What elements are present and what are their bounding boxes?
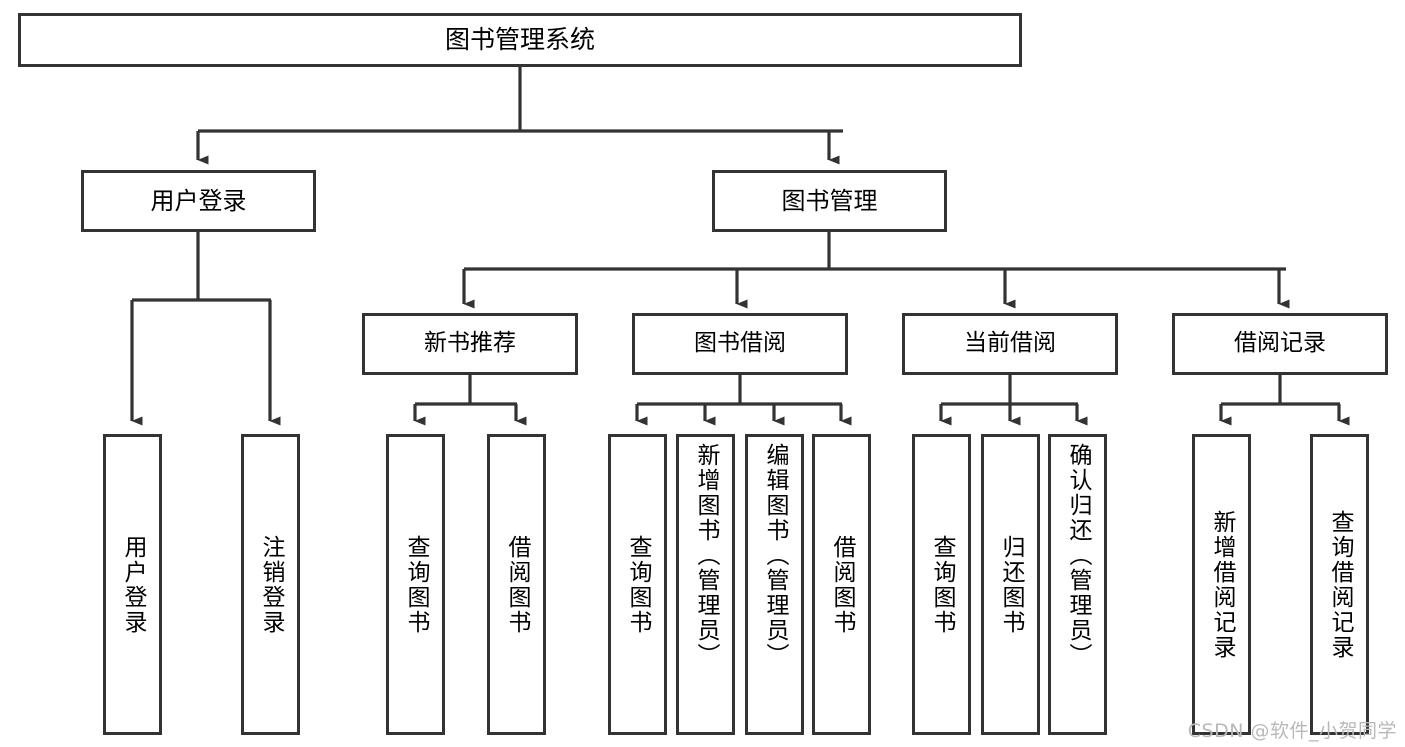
leaf-book-borrow-borrow-book[interactable]: 借阅图书 [812, 434, 871, 735]
node-label: 查询图书 [625, 534, 651, 635]
leaf-book-borrow-query-book[interactable]: 查询图书 [608, 434, 667, 735]
node-new-book-recommend[interactable]: 新书推荐 [362, 313, 578, 375]
node-label: 用户登录 [150, 186, 247, 215]
leaf-borrow-record-query-record[interactable]: 查询借阅记录 [1310, 434, 1369, 735]
node-label: 归还图书 [998, 534, 1024, 635]
leaf-user-login-logout[interactable]: 注销登录 [241, 434, 300, 735]
node-label: 借阅图书 [504, 534, 530, 635]
node-label: 图书管理系统 [444, 25, 595, 54]
node-book-borrow[interactable]: 图书借阅 [632, 313, 848, 375]
node-label: 查询图书 [929, 534, 955, 635]
node-label: 新书推荐 [424, 330, 516, 357]
node-label: 确认归还（管理员） [1065, 443, 1091, 668]
node-label: 图书管理 [781, 186, 878, 215]
leaf-borrow-record-add-record[interactable]: 新增借阅记录 [1192, 434, 1251, 735]
node-label: 当前借阅 [964, 330, 1056, 357]
node-label: 查询图书 [403, 534, 429, 635]
leaf-book-borrow-edit-book-admin[interactable]: 编辑图书（管理员） [745, 434, 804, 735]
node-label: 注销登录 [258, 534, 284, 635]
node-root-book-management-system[interactable]: 图书管理系统 [18, 13, 1022, 67]
leaf-new-book-borrow-book[interactable]: 借阅图书 [487, 434, 546, 735]
node-user-login[interactable]: 用户登录 [81, 170, 316, 232]
node-label: 图书借阅 [694, 330, 786, 357]
node-label: 用户登录 [120, 534, 146, 635]
node-current-borrow[interactable]: 当前借阅 [902, 313, 1118, 375]
leaf-new-book-query-book[interactable]: 查询图书 [386, 434, 445, 735]
leaf-current-borrow-return-book[interactable]: 归还图书 [981, 434, 1040, 735]
leaf-current-borrow-query-book[interactable]: 查询图书 [912, 434, 971, 735]
node-label: 新增图书（管理员） [693, 443, 719, 668]
node-label: 编辑图书（管理员） [762, 443, 788, 668]
leaf-book-borrow-add-book-admin[interactable]: 新增图书（管理员） [676, 434, 735, 735]
node-label: 借阅图书 [829, 534, 855, 635]
leaf-user-login-login[interactable]: 用户登录 [103, 434, 162, 735]
leaf-current-borrow-confirm-return-admin[interactable]: 确认归还（管理员） [1048, 434, 1107, 735]
node-label: 借阅记录 [1234, 330, 1326, 357]
node-label: 新增借阅记录 [1209, 509, 1235, 660]
node-book-management[interactable]: 图书管理 [712, 170, 947, 232]
node-label: 查询借阅记录 [1327, 509, 1353, 660]
node-borrow-record[interactable]: 借阅记录 [1172, 313, 1388, 375]
